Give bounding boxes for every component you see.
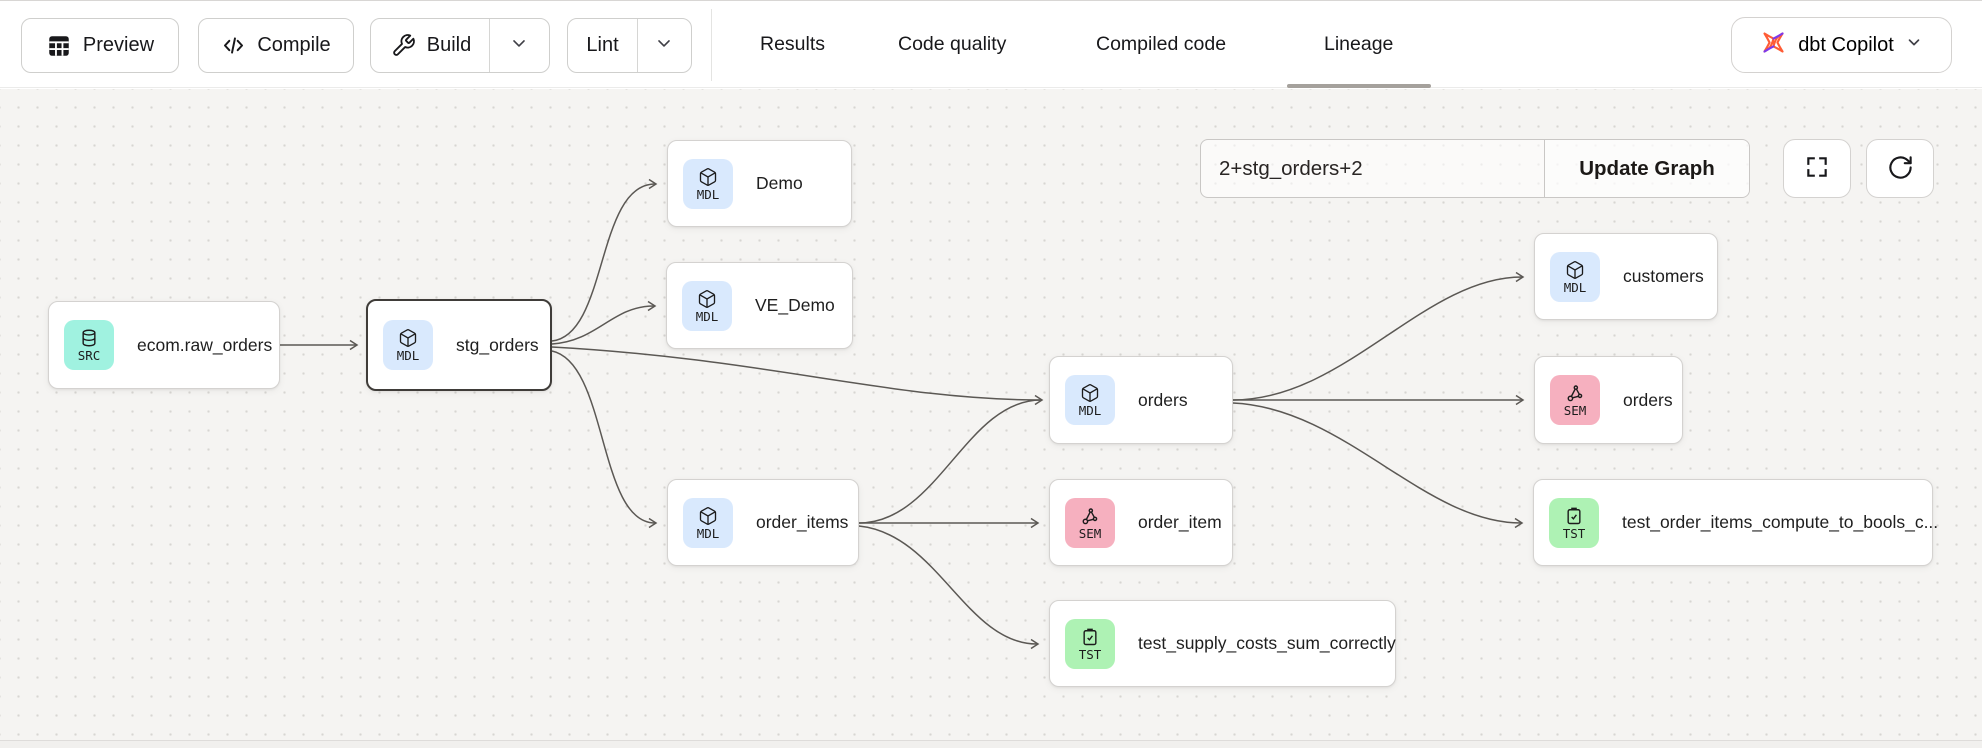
semantic-graph-icon [1082,507,1098,524]
dbt-logo-icon [1760,29,1787,62]
preview-button[interactable]: Preview [21,18,179,73]
node-label: stg_orders [456,334,539,355]
node-label: VE_Demo [755,295,835,315]
lineage-node-order-item-semantic[interactable]: SEM order_item [1049,479,1233,566]
cube-icon [699,167,717,186]
fullscreen-icon [1804,154,1830,183]
bottom-panel-edge [0,740,1982,748]
node-label: test_supply_costs_sum_correctly [1138,633,1396,653]
test-badge: TST [1549,497,1599,548]
node-label: Demo [756,173,803,193]
toolbar: Preview Compile Build Lint [0,0,1982,88]
build-split-button: Build [370,18,550,73]
tab-results[interactable]: Results [752,1,833,88]
node-label: test_order_items_compute_to_bools_c... [1622,512,1939,532]
dbt-copilot-label: dbt Copilot [1798,33,1894,56]
lineage-canvas[interactable]: Update Graph SRC ecom.raw_orders MDL [0,89,1982,740]
node-label: customers [1623,266,1704,286]
refresh-button[interactable] [1866,139,1934,198]
compile-button[interactable]: Compile [198,18,354,73]
lineage-node-orders-model[interactable]: MDL orders [1049,356,1233,444]
lineage-node-ecom-raw-orders[interactable]: SRC ecom.raw_orders [48,301,280,389]
chevron-down-icon [509,33,529,59]
model-badge: MDL [682,280,732,331]
build-button[interactable]: Build [373,19,489,72]
fullscreen-button[interactable] [1783,139,1851,198]
semantic-badge: SEM [1065,497,1115,548]
lint-label: Lint [586,34,619,56]
lineage-selector-input[interactable] [1201,140,1544,197]
lineage-node-customers[interactable]: MDL customers [1534,233,1718,320]
tab-code-quality[interactable]: Code quality [890,1,1014,88]
lineage-node-demo[interactable]: MDL Demo [667,140,852,227]
model-badge: MDL [383,320,433,370]
clipboard-check-icon [1083,628,1097,645]
lint-split-button: Lint [567,18,692,73]
table-icon [46,33,72,59]
lineage-node-test-order-items[interactable]: TST test_order_items_compute_to_bools_c.… [1533,479,1938,566]
model-badge: MDL [683,158,733,209]
lint-dropdown-button[interactable] [636,19,691,72]
source-badge: SRC [64,320,114,370]
lineage-selector-group: Update Graph [1200,139,1750,198]
clipboard-check-icon [1567,507,1581,524]
cube-icon [698,289,716,308]
node-label: order_item [1138,512,1222,532]
tab-lineage-label: Lineage [1324,33,1394,55]
code-icon [221,33,246,58]
node-label: orders [1623,389,1673,410]
semantic-graph-icon [1567,385,1583,402]
compile-label: Compile [257,34,331,56]
model-badge: MDL [1065,375,1115,425]
refresh-icon [1887,154,1914,184]
semantic-badge: SEM [1550,375,1600,425]
tab-code-quality-label: Code quality [898,33,1007,55]
node-label: order_items [756,512,849,532]
build-label: Build [426,34,472,56]
cube-icon [1081,384,1099,402]
tab-compiled-code[interactable]: Compiled code [1088,1,1234,88]
dbt-copilot-button[interactable]: dbt Copilot [1731,17,1952,73]
cube-icon [699,506,717,525]
cube-icon [1566,260,1584,279]
test-badge: TST [1065,618,1115,669]
node-label: ecom.raw_orders [137,334,273,355]
chevron-down-icon [654,33,674,59]
model-badge: MDL [1550,251,1600,302]
build-dropdown-button[interactable] [489,19,547,72]
tab-lineage[interactable]: Lineage [1316,1,1401,88]
lineage-node-stg-orders[interactable]: MDL stg_orders [366,299,552,391]
lineage-node-ve-demo[interactable]: MDL VE_Demo [666,262,853,349]
tab-results-label: Results [760,33,826,55]
lineage-node-test-supply-costs[interactable]: TST test_supply_costs_sum_correctly [1049,600,1396,687]
chevron-down-icon [1905,33,1923,57]
lineage-node-order-items[interactable]: MDL order_items [667,479,859,566]
lineage-node-orders-semantic[interactable]: SEM orders [1534,356,1683,444]
database-icon [82,329,96,347]
wrench-icon [391,33,416,58]
lint-button[interactable]: Lint [568,19,636,72]
node-label: orders [1138,389,1188,410]
model-badge: MDL [683,497,733,548]
tab-compiled-code-label: Compiled code [1096,33,1227,55]
update-graph-button[interactable]: Update Graph [1544,140,1749,197]
toolbar-divider [711,9,712,81]
cube-icon [399,329,417,347]
preview-label: Preview [82,34,155,56]
